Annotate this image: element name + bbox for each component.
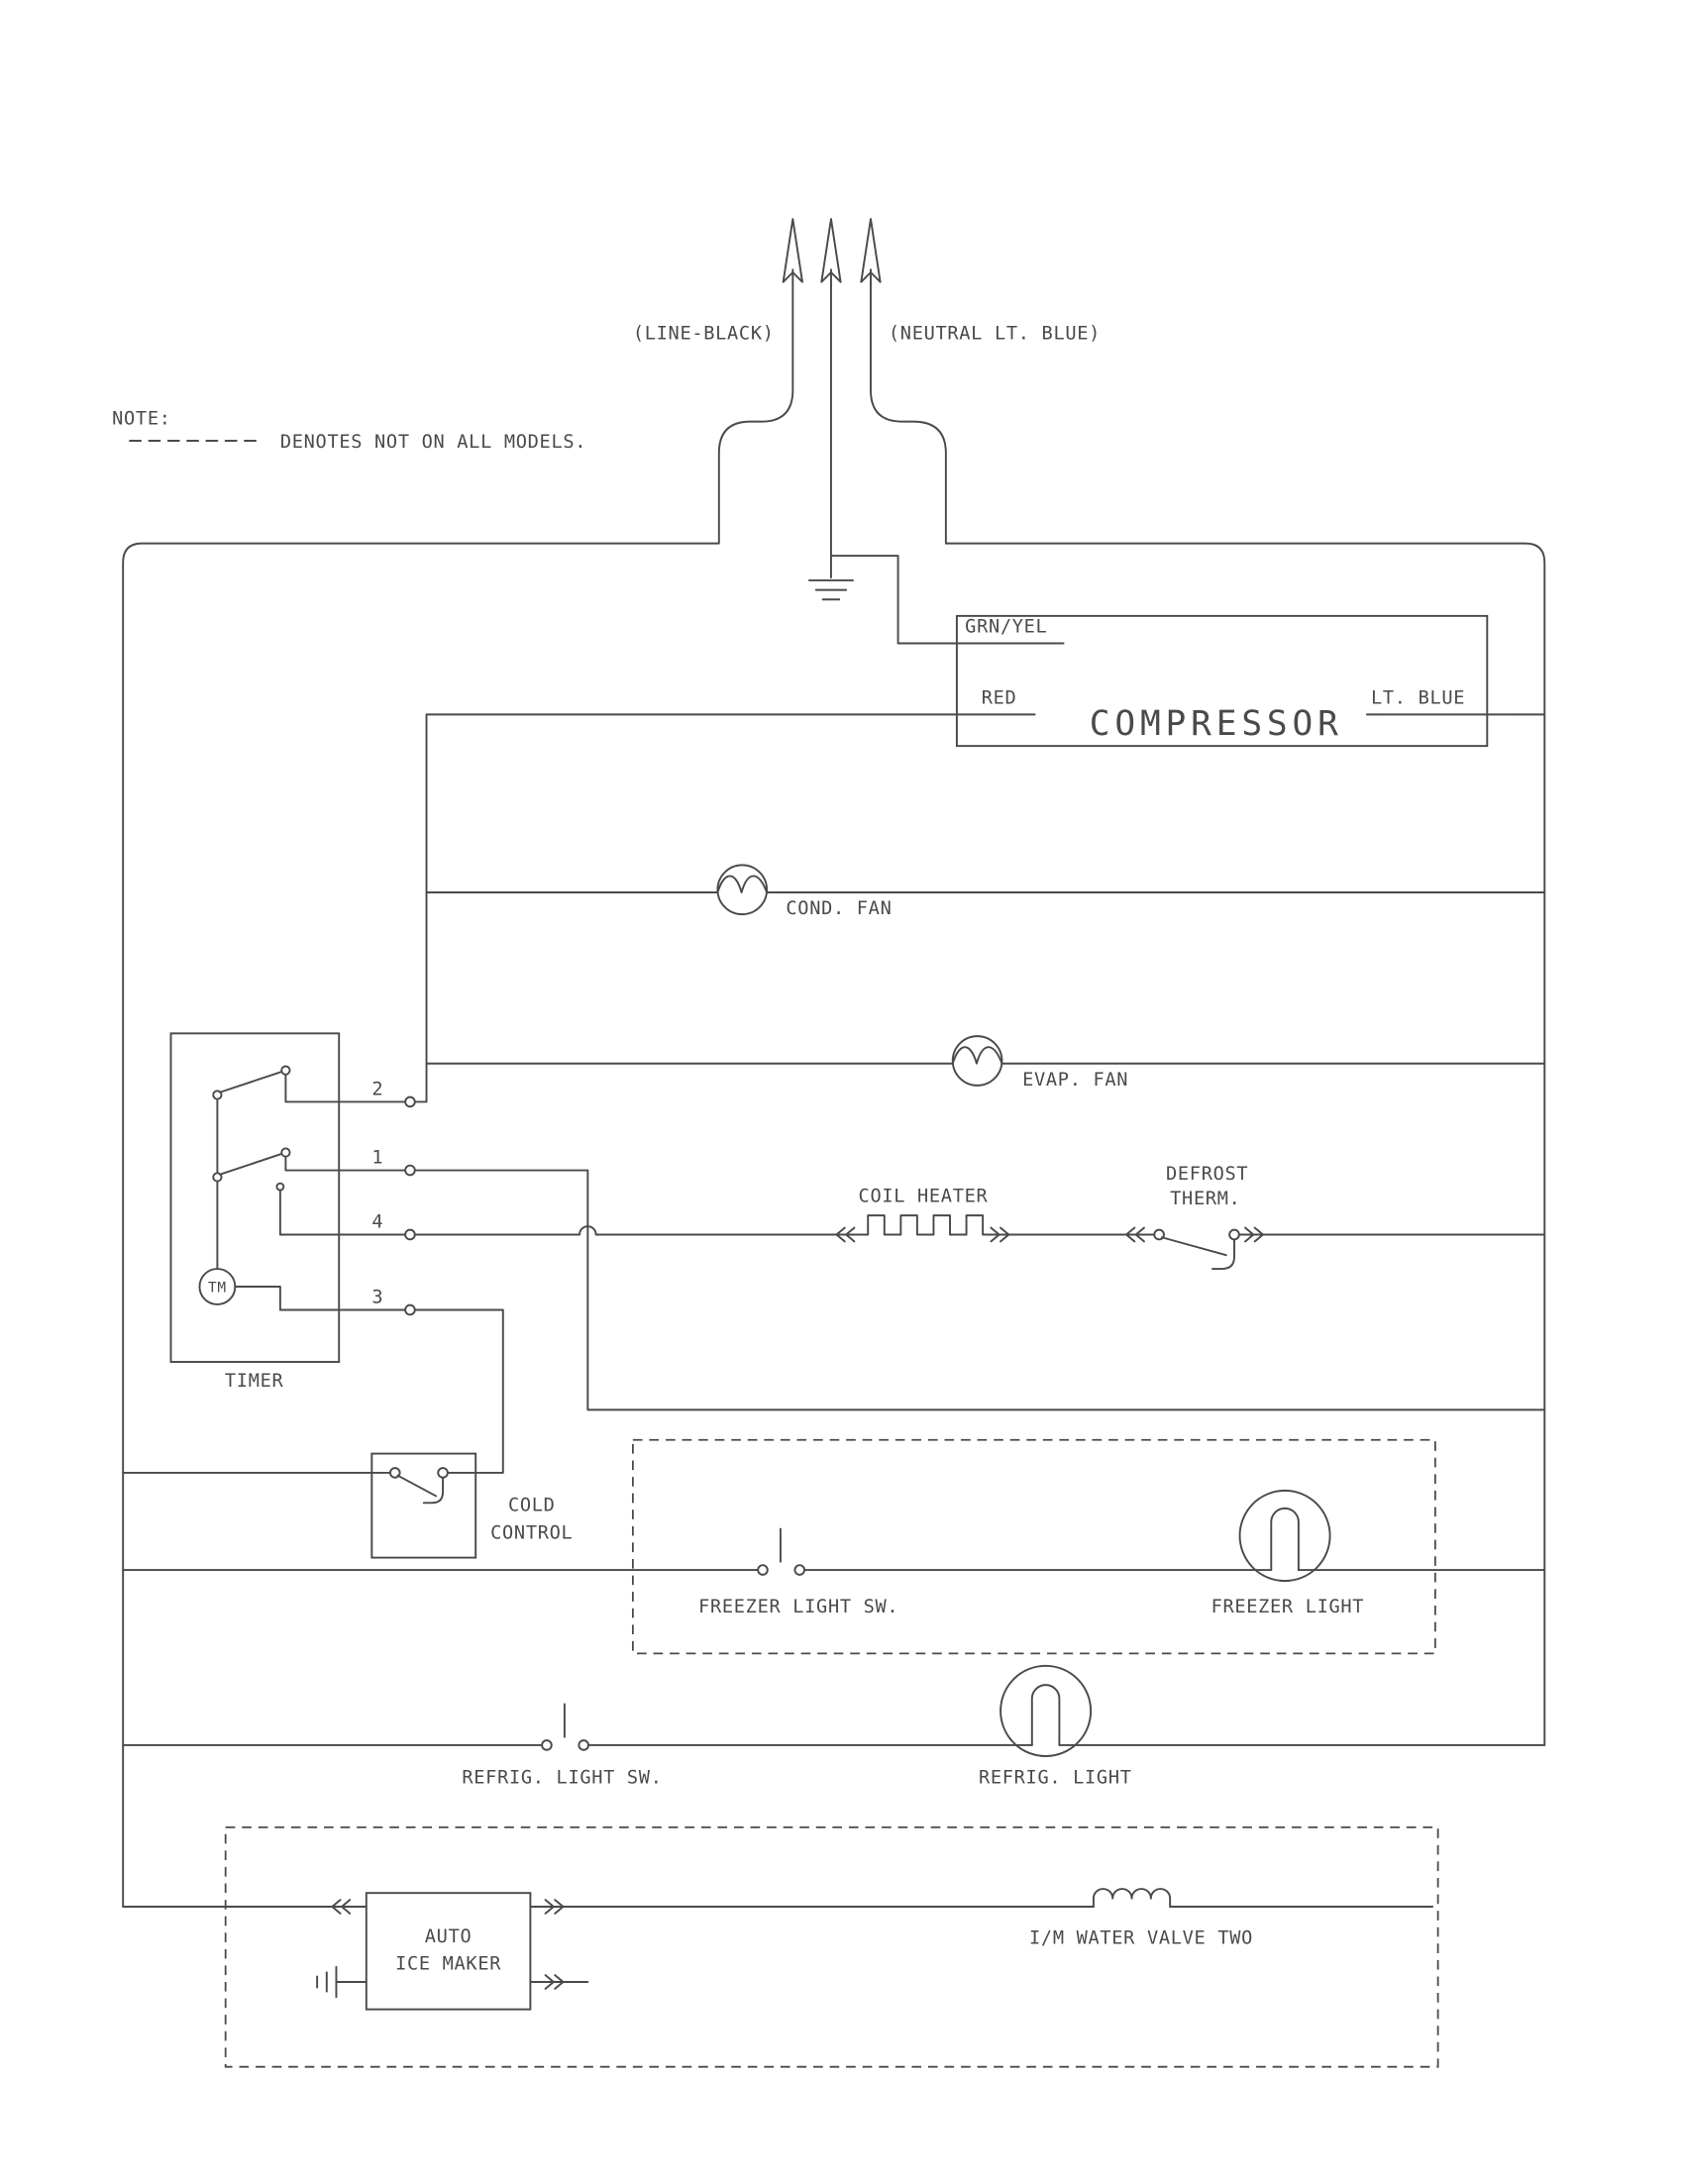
freezer-sw-terminal-right <box>793 1564 806 1576</box>
ice-maker-connector-out-top-icon <box>544 1899 565 1915</box>
freezer-lamp-bulb-icon <box>1238 1489 1331 1583</box>
defrost-therm-label-2: THERM. <box>1170 1189 1240 1209</box>
compressor-title: COMPRESSOR <box>1090 704 1343 744</box>
defrost-bimetal-hook <box>1210 1238 1235 1270</box>
heater-connector-right-icon <box>990 1226 1010 1243</box>
ice-maker-label-1: AUTO <box>425 1926 473 1947</box>
grn-yel-wire <box>829 555 1065 645</box>
ice-maker-connector-out-bottom-icon <box>544 1974 565 1990</box>
defrost-terminal-right <box>1228 1228 1240 1241</box>
refrig-light-lamp <box>1000 1664 1093 1757</box>
refrig-light-label: REFRIG. LIGHT <box>979 1768 1132 1789</box>
defrost-therm-label-1: DEFROST <box>1166 1164 1248 1185</box>
timer-contact4 <box>275 1182 285 1192</box>
timer-arm2-contact <box>280 1147 291 1158</box>
refrig-light-switch <box>541 1703 589 1751</box>
freezer-light-dashed-box <box>631 1438 1436 1655</box>
timer-terminal-2 <box>404 1095 416 1108</box>
coil-heater-wire <box>413 1214 1156 1236</box>
freezer-sw-terminal-left <box>757 1564 769 1576</box>
timer-arm1-contact <box>280 1065 291 1076</box>
timer-terminal-1 <box>404 1164 416 1177</box>
timer-label: TIMER <box>225 1371 284 1392</box>
compressor-grn-yel-label: GRN/YEL <box>965 616 1047 637</box>
refrig-lamp-filament-icon <box>1030 1684 1061 1746</box>
freezer-light-label: FREEZER LIGHT <box>1211 1597 1365 1617</box>
timer-motor-label: TM <box>208 1281 227 1297</box>
evap-fan-winding-icon <box>951 1046 1003 1065</box>
timer-terminal-4-label: 4 <box>371 1212 383 1233</box>
compressor-box <box>955 614 1489 748</box>
timer-t3-wire <box>413 1308 504 1474</box>
refrig-light-sw-label: REFRIG. LIGHT SW. <box>462 1768 662 1789</box>
ground-symbol-icon <box>807 578 855 601</box>
timer-terminal-3-label: 3 <box>371 1288 383 1308</box>
ice-maker-ground-icon <box>316 1965 338 1999</box>
timer-box <box>169 1032 341 1363</box>
cold-control-hook <box>422 1476 445 1505</box>
timer-terminal-1-label: 1 <box>371 1148 383 1169</box>
cold-control-box <box>370 1452 477 1559</box>
freezer-light-sw-label: FREEZER LIGHT SW. <box>698 1597 898 1617</box>
evap-fan-motor <box>425 1035 1546 1087</box>
ice-maker-box <box>365 1892 532 2011</box>
defrost-connector-left-icon <box>1125 1226 1145 1243</box>
timer-contact2-stem <box>284 1155 407 1172</box>
cold-control-arm <box>396 1474 438 1498</box>
heater-connector-left-icon <box>835 1226 856 1243</box>
ice-maker-ground <box>316 1965 368 1999</box>
ice-maker-label-2: ICE MAKER <box>395 1954 501 1975</box>
refrig-sw-terminal-right <box>578 1739 589 1751</box>
cond-fan-winding-icon <box>716 875 769 893</box>
evap-fan-label: EVAP. FAN <box>1022 1070 1128 1091</box>
compressor-lt-blue-label: LT. BLUE <box>1371 687 1465 708</box>
freezer-light-switch <box>757 1527 806 1576</box>
timer-arm1 <box>219 1071 283 1093</box>
timer-t1-wire <box>413 1169 1546 1411</box>
compressor-red-label: RED <box>982 687 1017 708</box>
line-bus-left-border <box>122 268 794 1908</box>
timer-motor-to-t3 <box>234 1286 407 1311</box>
ice-maker-dashed-box <box>224 1825 1439 2068</box>
neutral-label: (NEUTRAL LT. BLUE) <box>889 324 1101 345</box>
neutral-bus-right-border <box>870 268 1546 1746</box>
water-valve-coil-icon <box>1092 1888 1172 1908</box>
timer-internals: TM <box>198 1065 407 1311</box>
note-title: NOTE: <box>112 408 170 429</box>
timer-terminal-2-label: 2 <box>371 1080 383 1100</box>
cold-control-label-2: CONTROL <box>490 1522 573 1543</box>
defrost-thermostat <box>1125 1226 1546 1270</box>
timer-contact4-stem <box>278 1189 407 1236</box>
defrost-arm <box>1160 1236 1227 1257</box>
refrig-lamp-bulb-icon <box>1000 1664 1093 1757</box>
timer-contact1-stem <box>284 1073 407 1103</box>
water-valve-label: I/M WATER VALVE TWO <box>1029 1927 1253 1948</box>
cold-control-label-1: COLD <box>508 1496 556 1516</box>
note-legend: DENOTES NOT ON ALL MODELS. <box>280 432 586 453</box>
refrig-sw-terminal-left <box>541 1739 553 1751</box>
cond-fan-motor <box>425 864 1546 916</box>
cold-control-terminal-right <box>437 1467 449 1479</box>
freezer-lamp-filament-icon <box>1270 1507 1300 1572</box>
coil-heater-label: COIL HEATER <box>859 1186 989 1206</box>
timer-terminal-3 <box>404 1303 416 1316</box>
cond-fan-label: COND. FAN <box>786 898 892 919</box>
timer-arm2 <box>219 1152 283 1176</box>
cold-control-switch <box>388 1467 449 1505</box>
timer-terminal-4 <box>404 1228 416 1241</box>
freezer-light-lamp <box>1238 1489 1331 1583</box>
ice-maker-connector-in-icon <box>331 1899 352 1915</box>
red-wire-and-timer-bus <box>413 713 1036 1103</box>
line-label: (LINE-BLACK) <box>633 324 775 345</box>
